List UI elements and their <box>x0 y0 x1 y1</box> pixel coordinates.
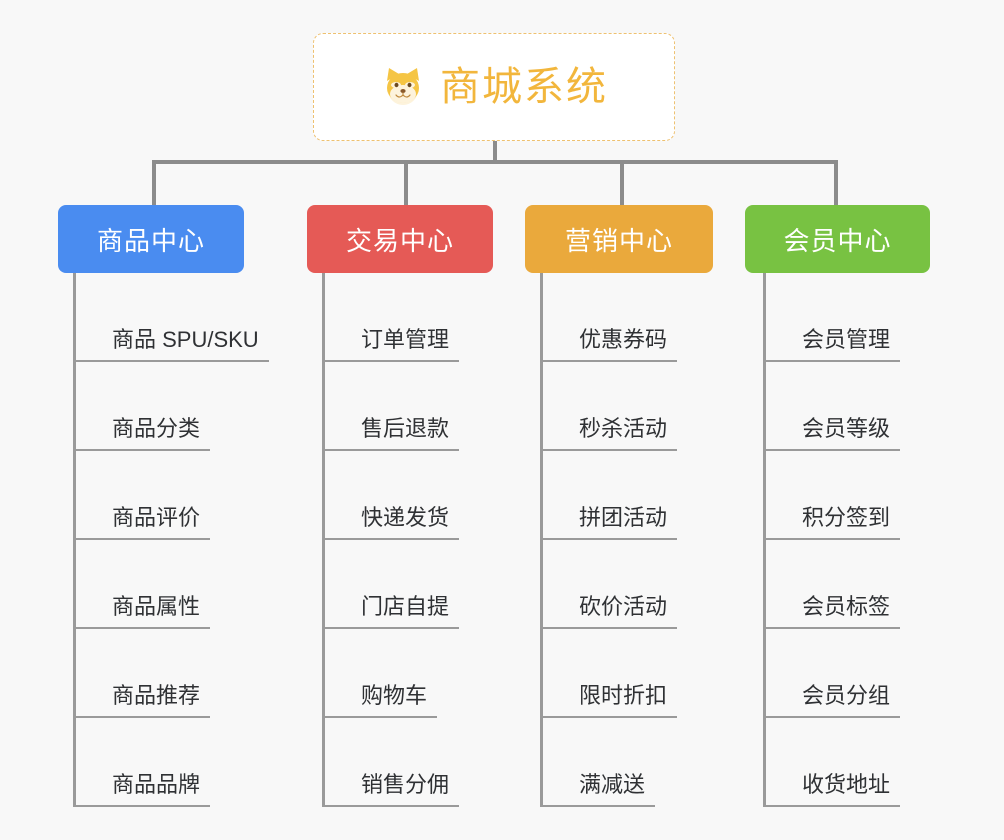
branch-marketing-center: 营销中心 优惠券码 秒杀活动 拼团活动 砍价活动 限时折扣 满减送 <box>525 205 713 807</box>
list-item[interactable]: 销售分佣 <box>325 718 493 807</box>
list-item[interactable]: 快递发货 <box>325 451 493 540</box>
list-item[interactable]: 售后退款 <box>325 362 493 451</box>
list-item[interactable]: 会员管理 <box>766 273 930 362</box>
connector-drop-product-center <box>152 160 156 206</box>
leaf-label: 商品品牌 <box>76 774 211 807</box>
leaf-label: 优惠券码 <box>543 329 678 362</box>
list-item[interactable]: 商品属性 <box>76 540 269 629</box>
leaf-label: 商品属性 <box>76 596 211 629</box>
list-item[interactable]: 收货地址 <box>766 718 930 807</box>
list-item[interactable]: 优惠券码 <box>543 273 713 362</box>
connector-drop-trade-center <box>404 160 408 206</box>
list-item[interactable]: 购物车 <box>325 629 493 718</box>
list-item[interactable]: 拼团活动 <box>543 451 713 540</box>
leaf-label: 售后退款 <box>325 418 460 451</box>
category-marketing-center[interactable]: 营销中心 <box>525 205 713 273</box>
list-item[interactable]: 秒杀活动 <box>543 362 713 451</box>
list-item[interactable]: 满减送 <box>543 718 713 807</box>
connector-drop-marketing-center <box>620 160 624 206</box>
leaf-label: 会员管理 <box>766 329 901 362</box>
connector-horizontal-bus <box>152 160 838 164</box>
leaf-label: 砍价活动 <box>543 596 678 629</box>
category-label: 商品中心 <box>96 225 205 256</box>
leaf-label: 会员分组 <box>766 685 901 718</box>
category-label: 营销中心 <box>564 225 673 256</box>
root-node[interactable]: 商城系统 <box>313 33 675 141</box>
branch-trade-center: 交易中心 订单管理 售后退款 快递发货 门店自提 购物车 销售分佣 <box>307 205 493 807</box>
leaf-label: 积分签到 <box>766 507 901 540</box>
leaf-label: 商品推荐 <box>76 685 211 718</box>
leaf-label: 购物车 <box>325 685 438 718</box>
list-item[interactable]: 会员分组 <box>766 629 930 718</box>
shiba-dog-face-icon <box>380 64 426 110</box>
leaf-list-marketing-center: 优惠券码 秒杀活动 拼团活动 砍价活动 限时折扣 满减送 <box>540 273 713 807</box>
leaf-label: 会员等级 <box>766 418 901 451</box>
leaf-list-member-center: 会员管理 会员等级 积分签到 会员标签 会员分组 收货地址 <box>763 273 930 807</box>
category-member-center[interactable]: 会员中心 <box>745 205 930 273</box>
root-title: 商城系统 <box>440 65 608 109</box>
leaf-label: 门店自提 <box>325 596 460 629</box>
leaf-label: 秒杀活动 <box>543 418 678 451</box>
leaf-list-product-center: 商品 SPU/SKU 商品分类 商品评价 商品属性 商品推荐 商品品牌 <box>73 273 269 807</box>
leaf-label: 订单管理 <box>325 329 460 362</box>
list-item[interactable]: 砍价活动 <box>543 540 713 629</box>
list-item[interactable]: 商品推荐 <box>76 629 269 718</box>
list-item[interactable]: 门店自提 <box>325 540 493 629</box>
connector-root-stem <box>493 141 497 163</box>
leaf-label: 满减送 <box>543 774 656 807</box>
category-label: 会员中心 <box>783 225 892 256</box>
branch-member-center: 会员中心 会员管理 会员等级 积分签到 会员标签 会员分组 收货地址 <box>745 205 930 807</box>
list-item[interactable]: 限时折扣 <box>543 629 713 718</box>
list-item[interactable]: 商品品牌 <box>76 718 269 807</box>
leaf-label: 商品评价 <box>76 507 211 540</box>
leaf-label: 快递发货 <box>325 507 460 540</box>
leaf-label: 商品 SPU/SKU <box>76 329 269 362</box>
leaf-label: 销售分佣 <box>325 774 460 807</box>
leaf-label: 商品分类 <box>76 418 211 451</box>
list-item[interactable]: 商品分类 <box>76 362 269 451</box>
leaf-list-trade-center: 订单管理 售后退款 快递发货 门店自提 购物车 销售分佣 <box>322 273 493 807</box>
leaf-label: 拼团活动 <box>543 507 678 540</box>
category-product-center[interactable]: 商品中心 <box>58 205 244 273</box>
list-item[interactable]: 订单管理 <box>325 273 493 362</box>
leaf-label: 会员标签 <box>766 596 901 629</box>
list-item[interactable]: 积分签到 <box>766 451 930 540</box>
list-item[interactable]: 商品评价 <box>76 451 269 540</box>
category-label: 交易中心 <box>345 225 454 256</box>
connector-drop-member-center <box>834 160 838 206</box>
list-item[interactable]: 会员等级 <box>766 362 930 451</box>
leaf-label: 限时折扣 <box>543 685 678 718</box>
branch-product-center: 商品中心 商品 SPU/SKU 商品分类 商品评价 商品属性 商品推荐 商品品牌 <box>58 205 269 807</box>
list-item[interactable]: 商品 SPU/SKU <box>76 273 269 362</box>
category-trade-center[interactable]: 交易中心 <box>307 205 493 273</box>
leaf-label: 收货地址 <box>766 774 901 807</box>
list-item[interactable]: 会员标签 <box>766 540 930 629</box>
